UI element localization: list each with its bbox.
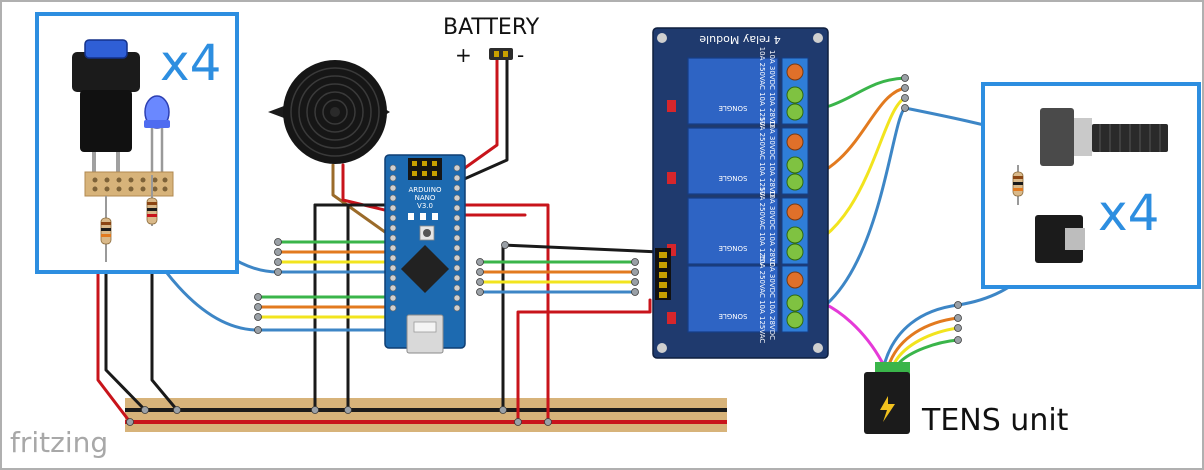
button-led-module: x4 xyxy=(35,12,239,274)
nano-sub1: NANO xyxy=(415,194,436,202)
arduino-nano: ARDUINO NANO V3.0 xyxy=(384,154,466,354)
battery-label: BATTERY xyxy=(443,15,540,40)
battery-plus-label: + xyxy=(455,43,472,67)
usb-port-icon xyxy=(406,314,444,354)
relay-k3-brand: SONGLE xyxy=(719,244,748,252)
power-rail-strip xyxy=(125,398,727,432)
relay-k1: SONGLE 10A 250VAC 10A 125VAC 10A 30VDC 1… xyxy=(687,47,809,136)
wire-tens-blue xyxy=(883,303,960,364)
relay-k1-spec1: 10A 250VAC 10A 125VAC xyxy=(758,47,766,136)
resistor-icon xyxy=(1012,165,1024,205)
potentiometer-icon xyxy=(1040,108,1074,166)
relay-k2: SONGLE 10A 250VAC 10A 125VAC 10A 30VDC 1… xyxy=(687,117,809,206)
button-module-frame xyxy=(35,12,239,274)
wire-battery-black xyxy=(460,58,509,182)
relay-k1-spec2: 10A 30VDC 10A 28VDC xyxy=(768,50,776,132)
pushbutton-base xyxy=(72,52,140,92)
wire-buzzer-red xyxy=(341,163,395,214)
wire-buzzer-brown xyxy=(331,163,387,234)
perfboard xyxy=(84,171,174,197)
relay-module-title: 4 relay Module xyxy=(699,33,781,46)
battery-connector: BATTERY + - xyxy=(443,15,540,67)
relay-module: 4 relay Module SONGLE 10A 250VAC 10A 125… xyxy=(652,27,829,359)
resistor-icon xyxy=(146,175,158,226)
relay-k3-spec1: 10A 250VAC 10A 125VAC xyxy=(758,187,766,276)
fritzing-watermark: fritzing xyxy=(10,426,108,459)
pushbutton-body xyxy=(80,90,132,152)
resistor-icon xyxy=(100,196,112,262)
wire-button-gnd xyxy=(104,258,147,412)
relay-k1-brand: SONGLE xyxy=(719,104,748,112)
pot-jack-module: x4 xyxy=(981,82,1201,289)
nano-sub2: V3.0 xyxy=(417,202,433,210)
buzzer-icon xyxy=(268,60,390,164)
wire-connectors xyxy=(126,74,962,426)
wire-tens-orange xyxy=(888,316,960,364)
multiplier-label-left: x4 xyxy=(160,34,221,92)
relay-k2-spec1: 10A 250VAC 10A 125VAC xyxy=(758,117,766,206)
relay-k4-spec1: 10A 250VAC 10A 125VAC xyxy=(758,255,766,344)
audio-jack-icon xyxy=(1035,215,1083,263)
wires xyxy=(96,58,1050,424)
mcu-chip-icon xyxy=(400,244,450,294)
wire-tens-yellow xyxy=(893,326,960,364)
lightning-icon xyxy=(880,396,895,422)
wire-relay-gnd xyxy=(501,243,662,254)
relay-k3-spec2: 10A 30VDC 10A 28VDC xyxy=(768,190,776,272)
nano-title: ARDUINO xyxy=(409,186,442,194)
wire-relay-vcc xyxy=(516,298,652,424)
relay-k4-spec2: 10A 30VDC 10A 28VDC xyxy=(768,258,776,340)
power-rail xyxy=(125,398,727,432)
battery-header-icon xyxy=(489,48,513,60)
relay-k3: SONGLE 10A 250VAC 10A 125VAC 10A 30VDC 1… xyxy=(687,187,809,276)
wire-led-gnd xyxy=(150,224,179,412)
relay-k4-brand: SONGLE xyxy=(719,312,748,320)
relay-k2-brand: SONGLE xyxy=(719,174,748,182)
battery-minus-label: - xyxy=(517,43,524,67)
tens-label: TENS unit xyxy=(921,403,1069,438)
wire-nano-5v xyxy=(460,203,550,424)
multiplier-label-right: x4 xyxy=(1098,184,1159,242)
relay-k4: SONGLE 10A 250VAC 10A 125VAC 10A 30VDC 1… xyxy=(687,255,809,344)
pushbutton-cap xyxy=(84,39,128,59)
wire-battery-red xyxy=(460,58,499,172)
wire-tens-green xyxy=(898,338,960,364)
relay-k2-spec2: 10A 30VDC 10A 28VDC xyxy=(768,120,776,202)
tens-unit: TENS unit xyxy=(864,362,1069,438)
